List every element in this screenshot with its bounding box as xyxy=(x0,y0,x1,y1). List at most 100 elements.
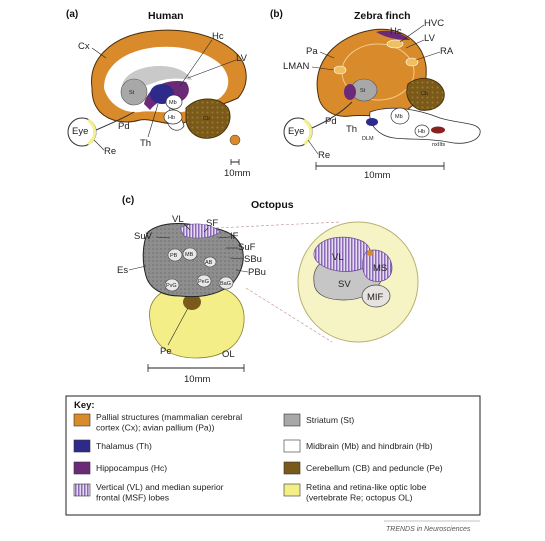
label-a-lv: LV xyxy=(236,53,248,64)
label-a-cb: Cb xyxy=(203,116,210,122)
label-b-ra: RA xyxy=(440,46,454,57)
octopus-ab xyxy=(203,256,217,268)
label-b-th: Th xyxy=(346,124,357,135)
label-c-ms-zoom: MS xyxy=(373,263,387,274)
leader-a-cx xyxy=(91,47,107,59)
label-c-peg: PeG xyxy=(198,279,209,285)
panel-a-title: Human xyxy=(148,10,184,22)
key-text-line: Vertical (VL) and median superior xyxy=(96,482,224,492)
key-midbrain: Midbrain (Mb) and hindbrain (Hb) xyxy=(306,441,433,451)
octopus-peduncle xyxy=(183,294,201,310)
swatch-hippocampus xyxy=(73,461,91,475)
leader-c-sbu xyxy=(229,257,245,260)
label-c-vl: VL xyxy=(172,214,184,225)
label-a-cx: Cx xyxy=(78,41,90,52)
octopus-peg xyxy=(196,274,212,288)
finch-mb xyxy=(390,107,410,125)
octopus-bag xyxy=(218,276,234,290)
label-b-re: Re xyxy=(318,150,330,161)
leader-b-hvc xyxy=(399,24,425,43)
finch-hb xyxy=(414,124,430,138)
label-b-hb: Hb xyxy=(418,129,425,135)
leader-a-hc xyxy=(179,39,213,87)
finch-cerebellum xyxy=(406,77,445,111)
label-c-pvg: PvG xyxy=(166,283,177,289)
label-a-hb: Hb xyxy=(168,115,175,121)
label-b-eye: Eye xyxy=(288,126,304,137)
finch-optic-nerve xyxy=(311,101,353,129)
label-a-re: Re xyxy=(104,146,116,157)
scale-label-a: 10mm xyxy=(224,168,250,179)
panel-b-title: Zebra finch xyxy=(354,10,411,22)
leader-c-if xyxy=(217,236,231,239)
label-b-cb: Cb xyxy=(421,91,428,97)
finch-pallium xyxy=(316,28,427,117)
label-b-nxllts: nxIIts xyxy=(432,142,445,148)
scale-label-c: 10mm xyxy=(184,374,210,385)
label-c-es: Es xyxy=(117,265,128,276)
swatch-striatum xyxy=(283,413,301,427)
finch-hvc xyxy=(386,39,404,49)
label-c-sv-zoom: SV xyxy=(338,279,351,290)
label-b-lman: LMAN xyxy=(283,61,310,72)
octopus-pvg xyxy=(164,278,180,292)
key-box xyxy=(65,395,481,516)
label-c-pb: PB xyxy=(170,253,178,259)
zoom-line-bottom xyxy=(245,287,333,343)
octopus-mb xyxy=(182,247,198,261)
label-a-mb: Mb xyxy=(169,100,177,106)
key-text-line: Retina and retina-like optic lobe xyxy=(306,482,427,492)
human-optic-nerve xyxy=(95,111,135,131)
key-text-line: (vertebrate Re; octopus OL) xyxy=(306,493,413,503)
human-scale-mini xyxy=(229,134,241,146)
zoom-mif xyxy=(361,284,391,308)
label-c-suf: SuF xyxy=(238,242,256,253)
label-b-pd: Pd xyxy=(325,116,337,127)
label-c-pe: Pe xyxy=(160,346,172,357)
key-text-line: Pallial structures (mammalian cerebral xyxy=(96,412,242,422)
label-c-mif-zoom: MIF xyxy=(367,292,384,303)
human-hindbrain xyxy=(163,109,183,125)
finch-lman xyxy=(333,65,347,75)
label-c-sbu: SBu xyxy=(244,254,262,265)
finch-nxllts xyxy=(431,126,445,134)
panel-human: (a) Human Cx Hc LV St Mb xyxy=(66,9,250,179)
swatch-thalamus xyxy=(73,439,91,453)
label-b-hvc: HVC xyxy=(424,18,444,29)
key-text-line: frontal (MSF) lobes xyxy=(96,493,169,503)
label-a-eye: Eye xyxy=(72,126,88,137)
panel-c-title: Octopus xyxy=(251,199,294,211)
key-text-line: cortex (Cx); avian pallium (Pa)) xyxy=(96,423,215,433)
swatch-vertical xyxy=(73,483,91,497)
zoom-line-top xyxy=(215,221,341,229)
swatch-cerebellum xyxy=(283,461,301,475)
leader-c-pe xyxy=(167,307,189,346)
octopus-pb xyxy=(167,248,183,262)
label-a-st: St xyxy=(129,90,135,96)
leader-c-suv xyxy=(155,236,171,239)
finch-retina xyxy=(303,118,313,146)
label-b-pa: Pa xyxy=(306,46,318,57)
key-retina: Retina and retina-like optic lobe(verteb… xyxy=(306,482,427,503)
leader-b-re xyxy=(307,139,319,155)
panel-b-letter: (b) xyxy=(270,9,283,20)
finch-hippocampus xyxy=(376,30,410,40)
panel-zebra-finch: (b) Zebra finch Hc HVC LV RA xyxy=(270,9,481,181)
leader-c-pbu xyxy=(235,269,249,273)
human-striatum xyxy=(120,78,148,106)
finch-dlm xyxy=(366,118,378,126)
label-b-hc: Hc xyxy=(390,26,402,37)
label-c-ol: OL xyxy=(222,349,235,360)
label-b-dlm: DLM xyxy=(362,136,374,142)
leader-b-lv xyxy=(405,39,425,49)
label-a-th: Th xyxy=(140,138,151,149)
label-b-st: St xyxy=(360,88,366,94)
label-c-mb: MB xyxy=(185,252,194,258)
leader-b-ra xyxy=(415,51,441,61)
key-title: Key: xyxy=(74,400,95,411)
credit-text: TRENDS in Neurosciences xyxy=(386,526,471,533)
finch-ra xyxy=(405,57,419,67)
